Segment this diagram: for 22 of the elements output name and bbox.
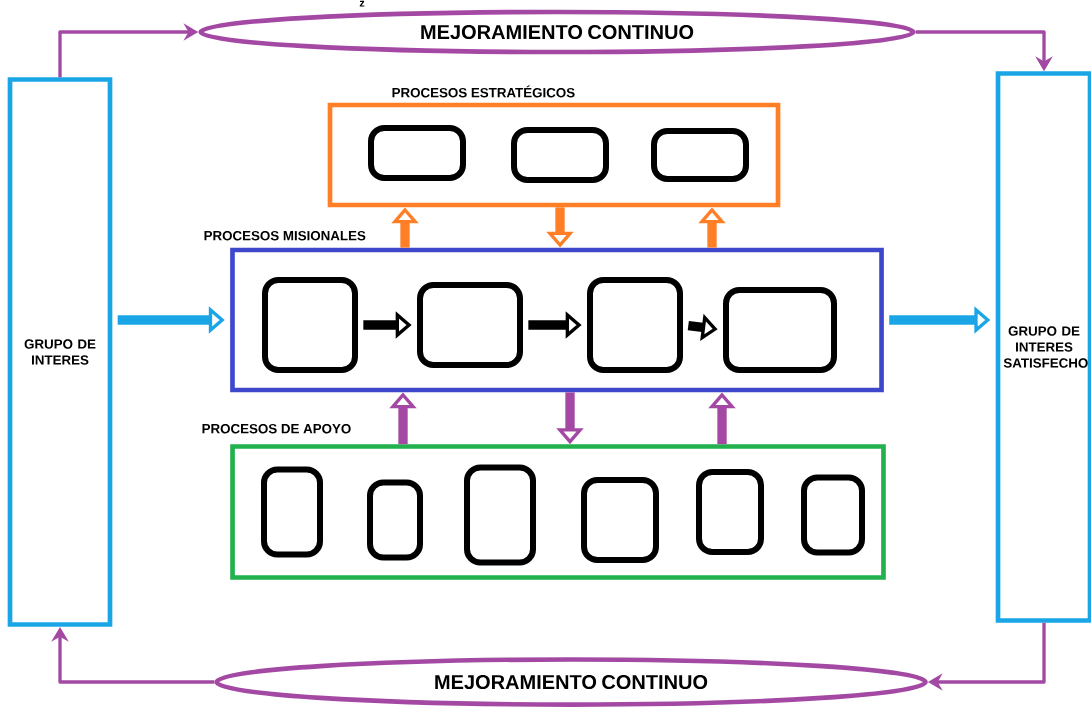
- group-heading: PROCESOS DE APOYO: [202, 423, 351, 434]
- process-box: [696, 469, 764, 555]
- process-box: [368, 125, 466, 181]
- process-box: [261, 466, 323, 558]
- process-box: [511, 127, 609, 183]
- process-box: [262, 277, 358, 373]
- stakeholder-box: GRUPO DE INTERES: [7, 77, 113, 627]
- process-box: [723, 287, 837, 373]
- process-box: [367, 479, 423, 561]
- stakeholder-box: GRUPO DE INTERES SATISFECHO: [995, 71, 1091, 623]
- process-group-box: [327, 102, 781, 208]
- stray-letter: z: [359, 0, 365, 7]
- process-box: [581, 477, 659, 563]
- process-group-box: [230, 247, 884, 393]
- group-heading: PROCESOS ESTRATÉGICOS: [392, 85, 575, 98]
- process-box: [801, 474, 865, 556]
- process-box: [651, 128, 749, 182]
- process-group-box: [230, 444, 886, 580]
- process-box: [587, 277, 683, 373]
- process-box: [464, 464, 536, 566]
- group-heading: PROCESOS MISIONALES: [204, 230, 366, 241]
- process-box: [417, 282, 523, 368]
